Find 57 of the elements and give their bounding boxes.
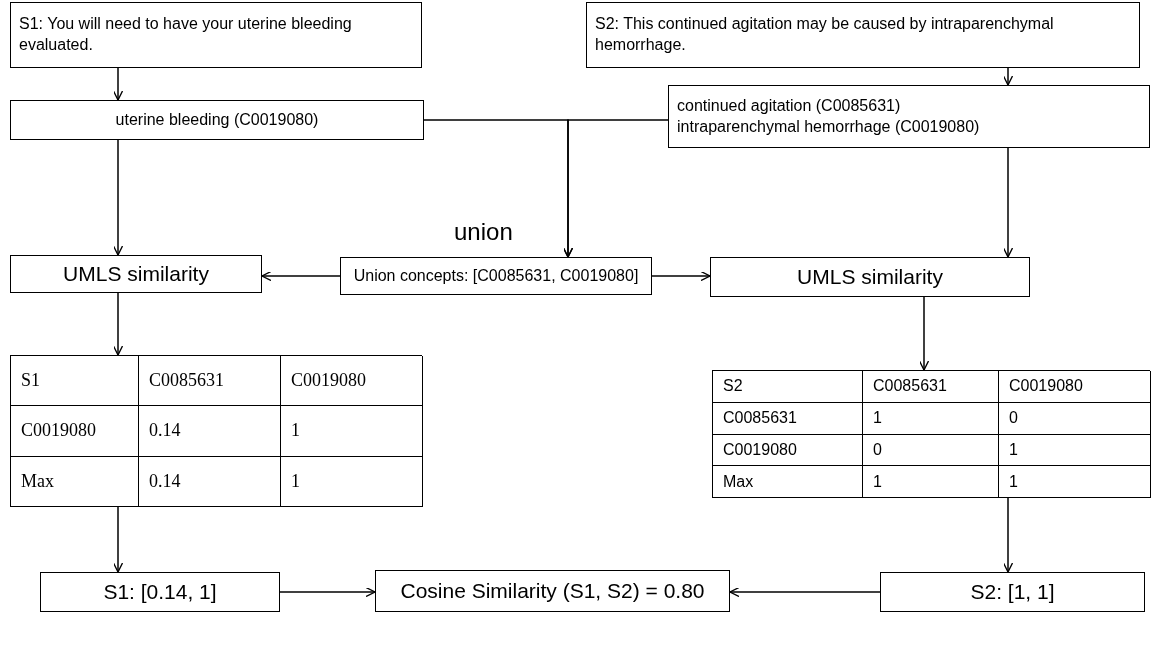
arrow: [918, 296, 930, 371]
similarity-table: [712, 370, 1150, 498]
box-text: S2: This continued agitation may be caused by intraparenchymal hemorrhage.: [595, 14, 1055, 55]
box-text: UMLS similarity: [797, 264, 943, 291]
box-text: Cosine Similarity (S1, S2) = 0.80: [400, 578, 705, 605]
arrow: [112, 292, 124, 356]
arrow: [1002, 67, 1014, 86]
process-box: [668, 85, 1150, 148]
process-box: [10, 100, 424, 140]
table-cell: 1: [291, 470, 300, 492]
arrow: [729, 586, 881, 598]
box-text: S2: [1, 1]: [970, 579, 1055, 606]
box-text: UMLS similarity: [63, 261, 209, 288]
table-cell: Max: [723, 472, 754, 491]
arrow: [651, 270, 711, 282]
box-text: intraparenchymal hemorrhage (C0019080): [677, 116, 980, 137]
arrow: [1002, 497, 1014, 573]
arrow: [562, 119, 669, 258]
process-box: [10, 255, 262, 293]
table-cell: 1: [1009, 472, 1018, 491]
table-cell: 1: [873, 409, 882, 428]
table-cell: C0019080: [1009, 377, 1083, 396]
table-cell: S2: [723, 377, 743, 396]
similarity-table: [10, 355, 422, 507]
arrow: [261, 270, 341, 282]
table-cell: 1: [1009, 440, 1018, 459]
process-box: [40, 572, 280, 612]
table-cell: C0019080: [723, 440, 797, 459]
table-cell: C0085631: [723, 409, 797, 428]
process-box: [340, 257, 652, 295]
arrow: [279, 586, 376, 598]
process-box: [375, 570, 730, 612]
process-box: [586, 2, 1140, 68]
box-text: uterine bleeding (C0019080): [115, 109, 319, 130]
box-text: S1: You will need to have your uterine bleeding evaluated.: [19, 14, 353, 55]
process-box: [10, 2, 422, 68]
arrow: [112, 67, 124, 101]
table-cell: Max: [21, 470, 54, 492]
process-box: [710, 257, 1030, 297]
arrow: [1002, 147, 1014, 258]
box-text: S1: [0.14, 1]: [103, 579, 217, 606]
box-text: Union concepts: [C0085631, C0019080]: [353, 265, 639, 286]
table-cell: 0.14: [149, 470, 181, 492]
table-cell: C0019080: [21, 420, 96, 442]
table-cell: 1: [291, 420, 300, 442]
table-cell: 0.14: [149, 420, 181, 442]
table-cell: C0085631: [873, 377, 947, 396]
table-cell: S1: [21, 370, 40, 392]
table-cell: 1: [873, 472, 882, 491]
table-cell: C0085631: [149, 370, 224, 392]
process-box: [880, 572, 1145, 612]
box-text: continued agitation (C0085631): [677, 95, 901, 116]
arrow: [112, 506, 124, 573]
arrow: [112, 139, 124, 256]
table-cell: C0019080: [291, 370, 366, 392]
table-cell: 0: [1009, 409, 1018, 428]
table-cell: 0: [873, 440, 882, 459]
